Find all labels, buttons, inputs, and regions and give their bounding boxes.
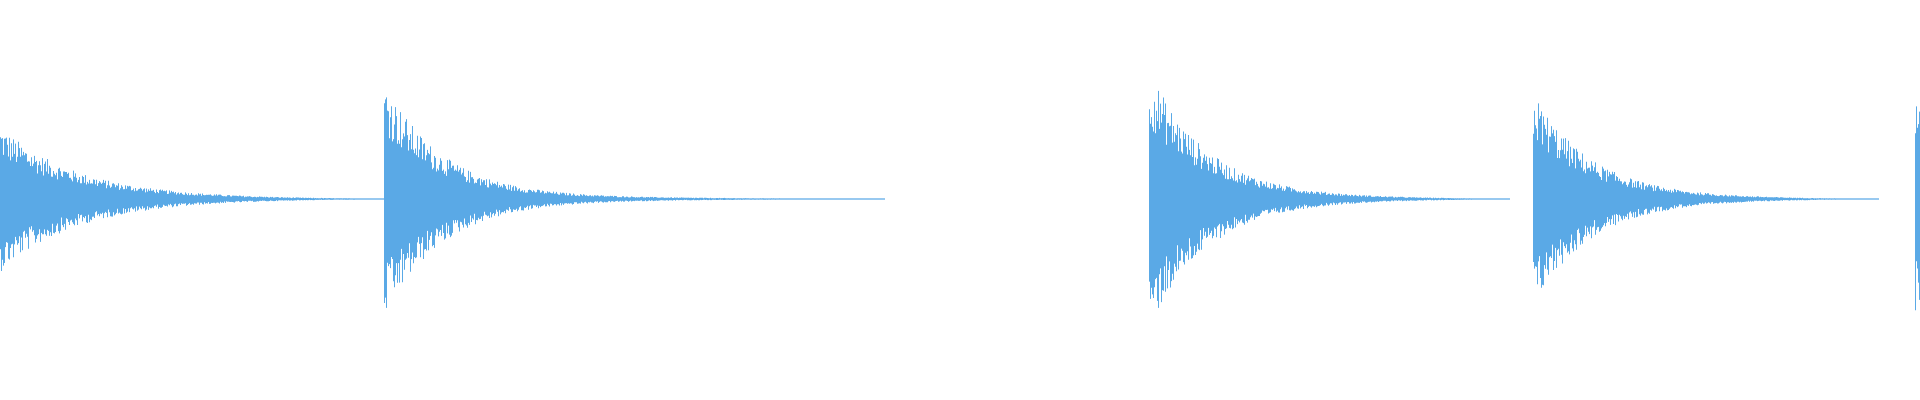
- waveform-samples: [0, 90, 1920, 311]
- waveform-bars: [0, 90, 1920, 311]
